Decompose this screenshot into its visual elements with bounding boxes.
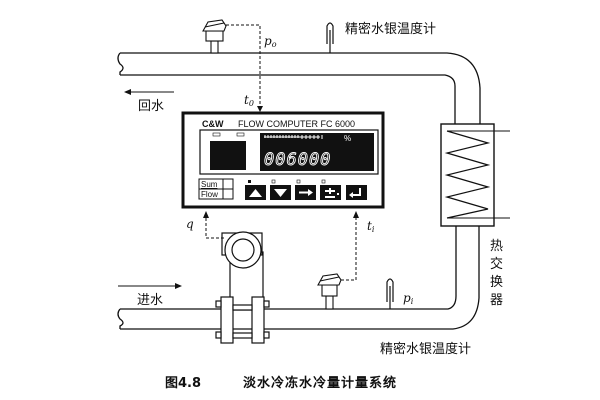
- svg-text:器: 器: [490, 293, 503, 308]
- heat-exchanger-label: 热 交 换 器: [490, 239, 503, 308]
- indicator-led-2: [236, 132, 245, 137]
- sum-mode-indicator: [222, 178, 234, 190]
- thermometer-bottom-label: 精密水银温度计: [380, 341, 471, 357]
- right-key[interactable]: [295, 185, 316, 200]
- inlet-water-label: 进水: [137, 293, 163, 308]
- main-display: [260, 133, 374, 171]
- label-q: q: [186, 217, 194, 231]
- signal-line-ti: [341, 216, 357, 281]
- down-key[interactable]: [270, 185, 291, 200]
- return-water-label: 回水: [138, 99, 164, 114]
- flow-meter-icon: [215, 231, 270, 344]
- svg-text:换: 换: [490, 275, 503, 290]
- inlet-pipe-top-edge: [120, 226, 457, 310]
- brand-label: C&W: [202, 119, 224, 129]
- return-pipe-top-edge: [120, 52, 481, 126]
- mercury-thermometer-top-icon: [326, 22, 334, 53]
- svg-text:热: 热: [490, 239, 503, 254]
- indicator-led-1: [212, 132, 221, 137]
- unit-label: %: [344, 134, 351, 143]
- temperature-sensor-top-icon: [202, 19, 227, 54]
- signal-line-q: [205, 216, 224, 239]
- thermometer-top-label: 精密水银温度计: [345, 21, 436, 37]
- flow-mode-indicator: [222, 188, 234, 200]
- figure-number: 图4.8: [165, 376, 201, 391]
- arrow-t0: [257, 106, 263, 112]
- return-pipe-break: [117, 52, 124, 75]
- flow-computer: C&W FLOW COMPUTER FC 6000 % 006000 Sum F…: [181, 111, 385, 209]
- label-t-out: t0: [244, 93, 254, 108]
- arrow-ti: [353, 211, 359, 218]
- bar-graph: [264, 135, 323, 139]
- plus-minus-key[interactable]: [320, 185, 341, 200]
- signal-line-t0: [226, 24, 261, 108]
- status-display: [210, 141, 246, 170]
- inlet-flow-arrow-icon: [118, 283, 182, 289]
- flow-mode-label: Flow: [201, 190, 218, 199]
- label-p-out: po: [264, 34, 277, 49]
- instrument-title: FLOW COMPUTER FC 6000: [238, 119, 355, 129]
- up-key[interactable]: [245, 185, 266, 200]
- label-p-in: pi: [403, 291, 414, 306]
- mercury-thermometer-bottom-icon: [386, 278, 394, 309]
- heat-exchanger: [440, 123, 510, 227]
- temperature-sensor-bottom-icon: [317, 273, 342, 310]
- inlet-pipe-bottom-edge: [120, 226, 480, 330]
- return-flow-arrow-icon: [124, 89, 174, 95]
- inlet-pipe-break: [117, 308, 124, 329]
- svg-text:交: 交: [490, 256, 503, 272]
- sum-mode-label: Sum: [201, 180, 218, 189]
- figure-title: 淡水冷冻水冷量计量系统: [243, 375, 397, 391]
- enter-key[interactable]: [346, 185, 367, 200]
- arrow-q: [203, 211, 209, 218]
- label-t-in: ti: [367, 219, 375, 234]
- return-pipe-bottom-edge: [120, 74, 456, 126]
- display-value: 006000: [264, 150, 331, 170]
